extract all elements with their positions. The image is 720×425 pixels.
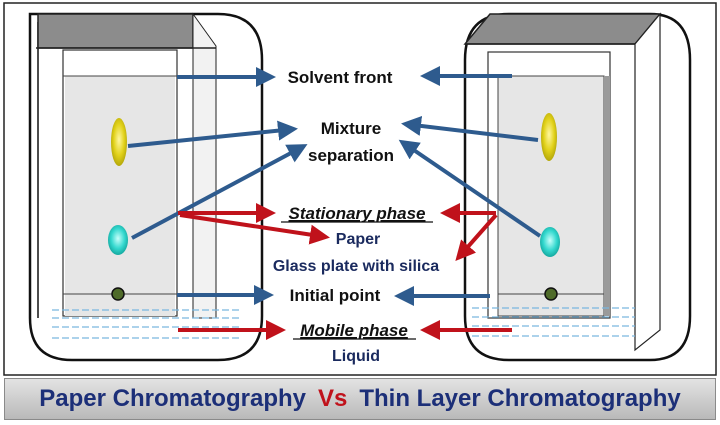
paper-jar-side-wall: [192, 12, 217, 319]
paper-yellow-spot: [111, 118, 127, 166]
paper-jar-lid: [37, 13, 194, 49]
tlc-jar-lid: [463, 13, 662, 45]
chromatography-diagram: Solvent front Mixture separation Station…: [3, 2, 717, 376]
mobile-phase-label: Mobile phase: [300, 321, 408, 340]
mixture-label: Mixture: [321, 119, 381, 138]
tlc-cyan-spot: [540, 227, 560, 257]
paper-label: Paper: [336, 231, 380, 248]
paper-jar-outline: [28, 12, 264, 362]
tlc-plate-edge: [604, 76, 610, 316]
tlc-initial-point-dot: [544, 287, 558, 301]
arrow-paper-cyan-to-mixture: [131, 144, 308, 240]
liquid-label: Liquid: [332, 348, 380, 365]
arrow-tlc-cyan-to-mixture: [398, 139, 542, 238]
initial-point-label: Initial point: [290, 286, 381, 305]
arrow-tlc-yellow-to-mixture: [401, 115, 539, 142]
tlc-jar-outline: [463, 12, 692, 362]
tlc-jar: [463, 12, 692, 362]
arrow-paper-to-paper-label: [179, 213, 330, 245]
tlc-title: Thin Layer Chromatography: [359, 385, 681, 412]
title-banner: Paper Chromatography Vs Thin Layer Chromat…: [4, 378, 716, 420]
paper-chromatography-title: Paper Chromatography: [39, 385, 306, 412]
paper-chromatography-jar: [28, 12, 264, 362]
arrow-tlc-to-glass-plate-label: [455, 213, 498, 261]
solvent-front-label: Solvent front: [288, 68, 393, 87]
paper-initial-point-dot: [111, 287, 125, 301]
tlc-yellow-spot: [541, 113, 557, 161]
glass-plate-label: Glass plate with silica: [273, 258, 439, 275]
chromatography-paper: [65, 76, 175, 316]
versus-label: Vs: [317, 385, 348, 412]
paper-cyan-spot: [108, 225, 128, 255]
stationary-phase-label: Stationary phase: [289, 204, 426, 223]
arrow-paper-yellow-to-mixture: [127, 120, 298, 148]
tlc-jar-side-wall: [634, 12, 661, 352]
navy-arrows: [127, 66, 542, 306]
tlc-plate: [497, 75, 605, 317]
red-arrows: [178, 203, 512, 340]
separation-label: separation: [308, 146, 394, 165]
